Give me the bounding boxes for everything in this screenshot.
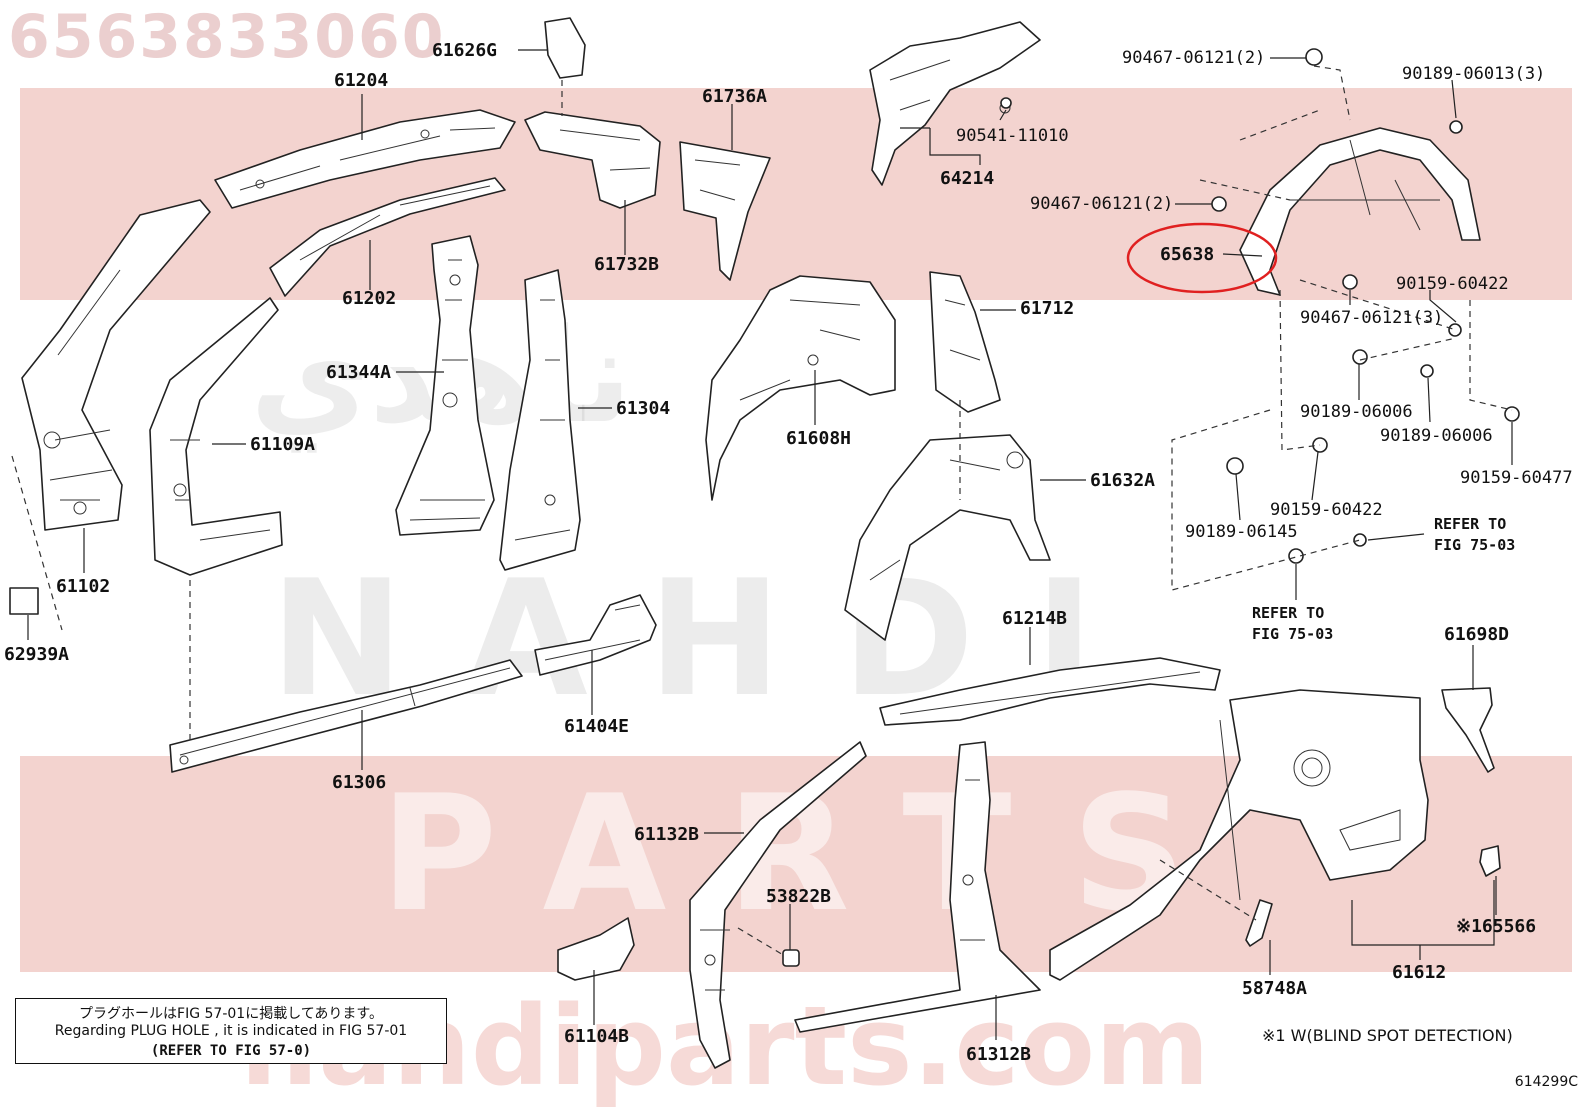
- highlight-ellipse: [1126, 222, 1278, 294]
- label-61132B[interactable]: 61132B: [634, 824, 700, 845]
- label-61102[interactable]: 61102: [56, 576, 111, 597]
- fasteners: [1000, 48, 1520, 564]
- assembly-dashes: [11, 65, 1513, 957]
- label-61304[interactable]: 61304: [616, 398, 671, 419]
- label-refer-right-2[interactable]: FIG 75-03: [1434, 536, 1516, 554]
- label-61626G[interactable]: 61626G: [432, 40, 498, 61]
- part-61732B: [524, 111, 661, 209]
- label-61608H[interactable]: 61608H: [786, 428, 852, 449]
- label-61312B[interactable]: 61312B: [966, 1044, 1032, 1065]
- label-61104B[interactable]: 61104B: [564, 1026, 630, 1047]
- label-61732B[interactable]: 61732B: [594, 254, 660, 275]
- label-53822B[interactable]: 53822B: [766, 886, 832, 907]
- label-refer-bottom-1[interactable]: REFER TO: [1252, 604, 1325, 622]
- label-90541-11010[interactable]: 90541-11010: [956, 126, 1069, 146]
- label-61344A[interactable]: 61344A: [326, 362, 392, 383]
- part-61102: [21, 199, 211, 531]
- part-61104B: [557, 917, 635, 981]
- watermark-parts: PARTS: [380, 760, 1247, 947]
- label-61736A[interactable]: 61736A: [702, 86, 768, 107]
- label-90189-06013-3[interactable]: 90189-06013(3): [1402, 64, 1546, 84]
- label-90159-60422-a[interactable]: 90159-60422: [1396, 274, 1509, 294]
- part-number-watermark: 6563833060: [8, 2, 446, 72]
- note-line-japanese: プラグホールはFIG 57-01に掲載してあります。: [79, 1006, 383, 1022]
- label-90189-06145[interactable]: 90189-06145: [1185, 522, 1298, 542]
- figure-id: 614299C: [1514, 1074, 1578, 1090]
- part-61214B: [879, 657, 1221, 726]
- label-58748A[interactable]: 58748A: [1242, 978, 1308, 999]
- label-65638[interactable]: 65638: [1160, 244, 1215, 265]
- part-58748A: [1245, 899, 1273, 947]
- part-65638: [1239, 127, 1481, 296]
- part-61712: [929, 271, 1001, 413]
- note-line-refer[interactable]: (REFER TO FIG 57-0): [150, 1043, 312, 1059]
- footnote: ※1 W(BLIND SPOT DETECTION): [1262, 1026, 1513, 1045]
- part-61306: [169, 659, 523, 773]
- part-61632A: [844, 434, 1051, 641]
- label-90467-06121-3[interactable]: 90467-06121(3): [1300, 308, 1444, 328]
- label-90159-60422-b[interactable]: 90159-60422: [1270, 500, 1383, 520]
- part-61204: [214, 109, 516, 209]
- part-61698D: [1441, 687, 1495, 773]
- label-90189-06006-b[interactable]: 90189-06006: [1380, 426, 1493, 446]
- part-61736A: [679, 141, 771, 281]
- part-61202: [269, 177, 506, 297]
- label-refer-right-1[interactable]: REFER TO: [1434, 515, 1507, 533]
- label-90467-06121-2-mid[interactable]: 90467-06121(2): [1030, 194, 1174, 214]
- part-61612: [1049, 689, 1429, 981]
- part-61312B: [794, 741, 1041, 1033]
- label-90467-06121-2-top[interactable]: 90467-06121(2): [1122, 48, 1266, 68]
- label-62939A[interactable]: 62939A: [4, 644, 70, 665]
- part-61608H: [705, 275, 896, 501]
- label-61109A[interactable]: 61109A: [250, 434, 316, 455]
- leader-lines: [27, 49, 1513, 1040]
- label-61404E[interactable]: 61404E: [564, 716, 630, 737]
- part-165566: [1479, 845, 1501, 877]
- label-61202[interactable]: 61202: [342, 288, 397, 309]
- label-61612[interactable]: 61612: [1392, 962, 1447, 983]
- label-165566[interactable]: ※165566: [1456, 916, 1537, 937]
- label-64214[interactable]: 64214: [940, 168, 995, 189]
- part-61109A: [149, 297, 283, 576]
- label-61632A[interactable]: 61632A: [1090, 470, 1156, 491]
- part-61626G: [544, 17, 586, 79]
- part-64214: [869, 21, 1041, 186]
- label-61712[interactable]: 61712: [1020, 298, 1075, 319]
- part-61404E: [534, 594, 657, 676]
- label-61698D[interactable]: 61698D: [1444, 624, 1510, 645]
- label-refer-bottom-2[interactable]: FIG 75-03: [1252, 625, 1334, 643]
- plug-hole-note: プラグホールはFIG 57-01に掲載してあります。 Regarding PLU…: [15, 998, 447, 1064]
- part-61304: [499, 269, 581, 571]
- part-61132B: [689, 741, 867, 1069]
- label-90159-60477[interactable]: 90159-60477: [1460, 468, 1573, 488]
- label-61214B[interactable]: 61214B: [1002, 608, 1068, 629]
- note-line-english: Regarding PLUG HOLE , it is indicated in…: [54, 1023, 408, 1039]
- part-62939A: [9, 587, 39, 615]
- label-61306[interactable]: 61306: [332, 772, 387, 793]
- label-61204[interactable]: 61204: [334, 70, 389, 91]
- part-53822B: [782, 949, 800, 967]
- part-61344A: [395, 235, 495, 536]
- label-90189-06006-a[interactable]: 90189-06006: [1300, 402, 1413, 422]
